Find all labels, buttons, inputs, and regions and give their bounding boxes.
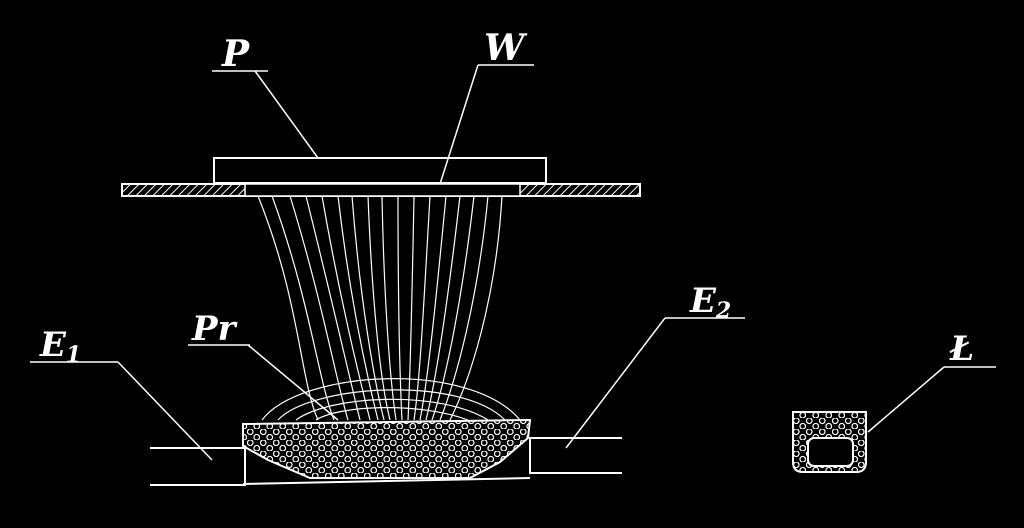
- label-e2-main: E: [689, 281, 717, 321]
- label-e1-sub: 1: [66, 342, 81, 368]
- field-lines: [257, 195, 503, 421]
- leader-lines: [30, 64, 996, 461]
- electrode-e2: [529, 437, 622, 474]
- electrode-e1: [150, 447, 246, 486]
- label-e2: E2: [689, 281, 731, 324]
- hatched-strip-w: [121, 183, 641, 197]
- label-l: Ł: [949, 329, 974, 369]
- arc-lines: [261, 378, 521, 421]
- cross-section-l: [792, 411, 867, 473]
- label-w: W: [484, 27, 528, 69]
- label-e2-sub: 2: [715, 298, 731, 324]
- plate-p: [213, 157, 547, 184]
- label-p: P: [221, 33, 250, 75]
- label-pr: Pr: [191, 309, 238, 349]
- label-e1: E1: [39, 325, 81, 368]
- weld-block-pr: [242, 418, 532, 485]
- label-e1-main: E: [39, 325, 67, 365]
